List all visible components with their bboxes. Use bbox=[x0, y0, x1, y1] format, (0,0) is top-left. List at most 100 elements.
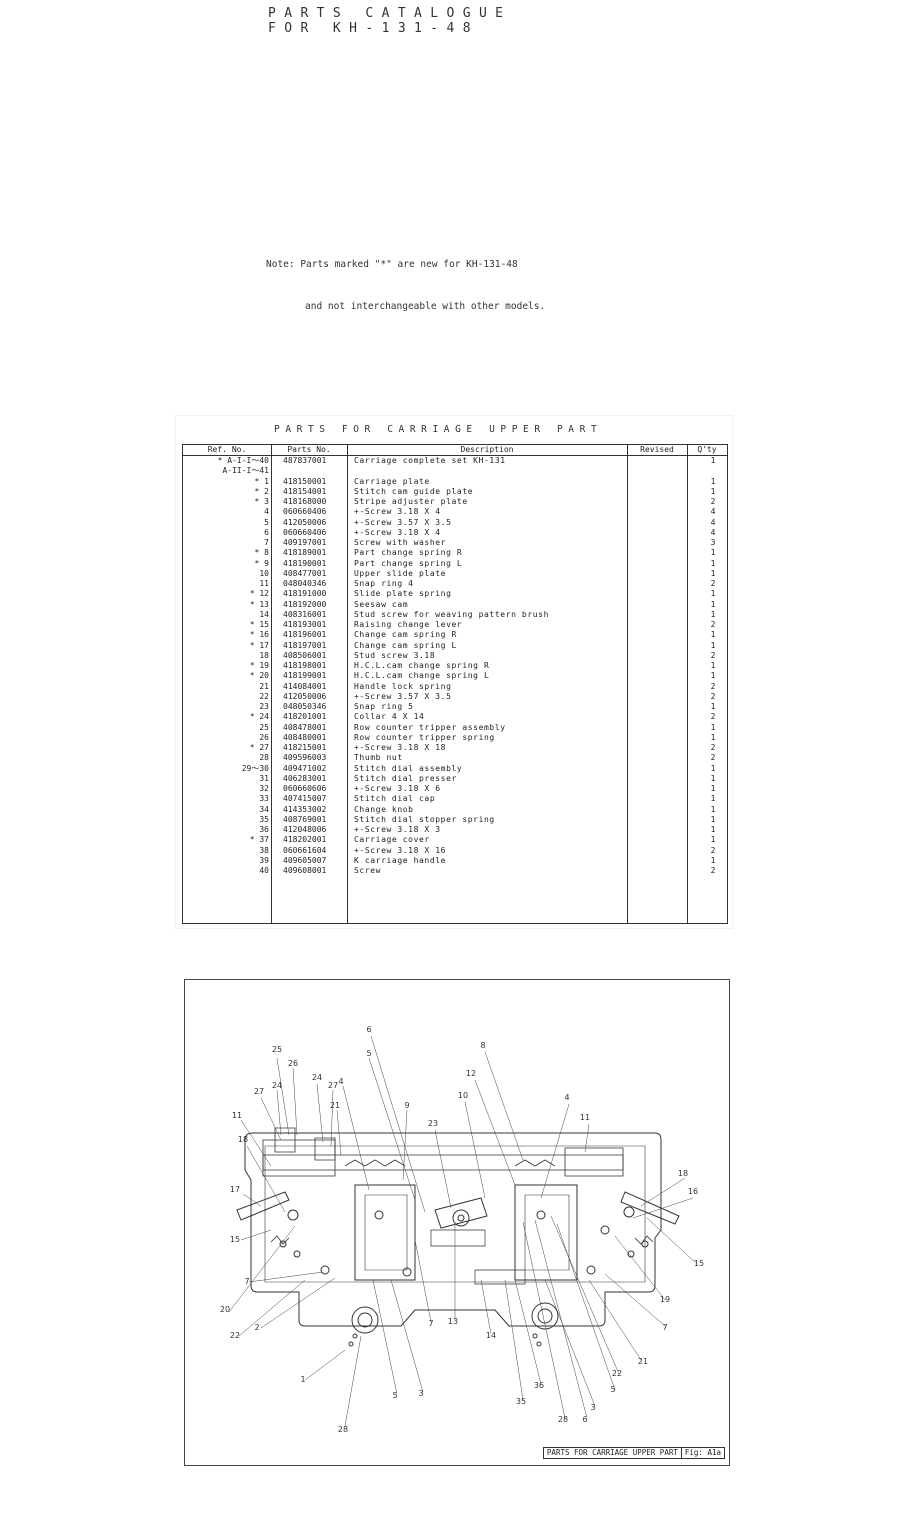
qty-cell: 1 bbox=[710, 773, 716, 783]
parts-no-cell: 418199001 bbox=[283, 671, 327, 681]
description-cell: Seesaw cam bbox=[354, 599, 409, 609]
callout-number: 5 bbox=[366, 1049, 371, 1058]
parts-no-cell: 418150001 bbox=[283, 476, 327, 486]
callout-number: 36 bbox=[534, 1381, 544, 1390]
description-cell: Snap ring 4 bbox=[354, 579, 414, 588]
parts-no-cell: 414353002 bbox=[283, 804, 327, 814]
qty-cell: 1 bbox=[710, 732, 716, 742]
description-cell: Stitch dial cap bbox=[354, 794, 436, 804]
callout-number: 25 bbox=[272, 1045, 282, 1054]
table-header: Ref. No. Parts No. Description Revised Q… bbox=[183, 445, 727, 456]
ref-no-cell: * 27 bbox=[249, 743, 269, 752]
callout-number: 28 bbox=[558, 1415, 568, 1424]
description-cell: Carriage plate bbox=[354, 476, 430, 486]
qty-cell: 4 bbox=[710, 517, 716, 527]
qty-cell: 1 bbox=[710, 599, 716, 609]
ref-no-cell: * 12 bbox=[249, 589, 269, 599]
callout-number: 13 bbox=[448, 1317, 458, 1326]
parts-table-title: PARTS FOR CARRIAGE UPPER PART bbox=[274, 424, 603, 435]
description-cell: Stitch dial assembly bbox=[354, 763, 463, 773]
description-cell: Stripe adjuster plate bbox=[354, 497, 468, 506]
ref-no-cell: 32 bbox=[259, 784, 269, 793]
ref-no-cell: * 16 bbox=[249, 630, 269, 640]
parts-no-cell: 418197001 bbox=[283, 640, 327, 650]
callout-number: 5 bbox=[610, 1385, 615, 1394]
callout-number: 5 bbox=[392, 1391, 397, 1400]
column-divider bbox=[271, 445, 272, 923]
qty-cell: 1 bbox=[710, 825, 716, 834]
parts-no-cell: 408478001 bbox=[283, 722, 327, 732]
ref-no-cell: * 13 bbox=[249, 599, 269, 609]
callout-number: 18 bbox=[238, 1135, 248, 1144]
qty-cell: 1 bbox=[710, 486, 716, 496]
callout-number: 28 bbox=[338, 1425, 348, 1434]
description-cell: Change knob bbox=[354, 804, 414, 814]
parts-no-cell: 408506001 bbox=[283, 650, 327, 660]
qty-cell: 1 bbox=[710, 548, 716, 558]
header-ref-no: Ref. No. bbox=[207, 445, 247, 454]
callout-number: 21 bbox=[330, 1101, 340, 1110]
description-cell: Thumb nut bbox=[354, 753, 403, 763]
parts-no-cell: 418193001 bbox=[283, 620, 327, 629]
callout-number: 23 bbox=[428, 1119, 438, 1128]
qty-cell: 1 bbox=[710, 589, 716, 599]
ref-no-cell: 14 bbox=[259, 609, 269, 619]
ref-no-cell: 26 bbox=[259, 732, 269, 742]
qty-cell: 1 bbox=[710, 814, 716, 824]
ref-no-cell: 5 bbox=[264, 517, 269, 527]
callout-number: 15 bbox=[230, 1235, 240, 1244]
qty-cell: 1 bbox=[710, 661, 716, 670]
parts-no-cell: 418168000 bbox=[283, 497, 327, 506]
ref-no-cell: 21 bbox=[259, 681, 269, 691]
description-cell: Handle lock spring bbox=[354, 681, 452, 691]
callout-number: 7 bbox=[662, 1323, 667, 1332]
qty-cell: 2 bbox=[710, 681, 716, 691]
catalogue-title-line1: PARTS CATALOGUE bbox=[268, 6, 512, 21]
parts-no-cell: 408480001 bbox=[283, 732, 327, 742]
parts-no-cell: 048050346 bbox=[283, 702, 327, 711]
leader-lines bbox=[228, 1035, 698, 1427]
ref-no-cell: 25 bbox=[259, 722, 269, 732]
callout-number: 2 bbox=[254, 1323, 259, 1332]
parts-no-cell: 408316001 bbox=[283, 609, 327, 619]
description-cell: Raising change lever bbox=[354, 620, 463, 629]
qty-cell: 1 bbox=[710, 456, 716, 465]
qty-cell: 1 bbox=[710, 476, 716, 486]
parts-no-cell: 418196001 bbox=[283, 630, 327, 640]
ref-no-cell: * 15 bbox=[249, 620, 269, 629]
ref-no-cell: 18 bbox=[259, 650, 269, 660]
description-cell: Row counter tripper assembly bbox=[354, 722, 506, 732]
description-cell: Upper slide plate bbox=[354, 568, 447, 578]
parts-no-cell: 409197001 bbox=[283, 538, 327, 547]
parts-no-cell: 418154001 bbox=[283, 486, 327, 496]
qty-cell: 4 bbox=[710, 527, 716, 537]
catalogue-title-line2: FOR KH-131-48 bbox=[268, 21, 479, 36]
note-line2: and not interchangeable with other model… bbox=[305, 301, 546, 312]
parts-no-cell: 408477001 bbox=[283, 568, 327, 578]
ref-no-cell: 4 bbox=[264, 507, 269, 517]
qty-cell: 1 bbox=[710, 702, 716, 711]
qty-cell: 1 bbox=[710, 640, 716, 650]
callout-number: 16 bbox=[688, 1187, 698, 1196]
ref-no-cell: 7 bbox=[264, 538, 269, 547]
header-qty: Q'ty bbox=[697, 445, 717, 454]
description-cell: Row counter tripper spring bbox=[354, 732, 495, 742]
callout-number: 6 bbox=[582, 1415, 587, 1424]
description-cell: Stitch cam guide plate bbox=[354, 486, 474, 496]
